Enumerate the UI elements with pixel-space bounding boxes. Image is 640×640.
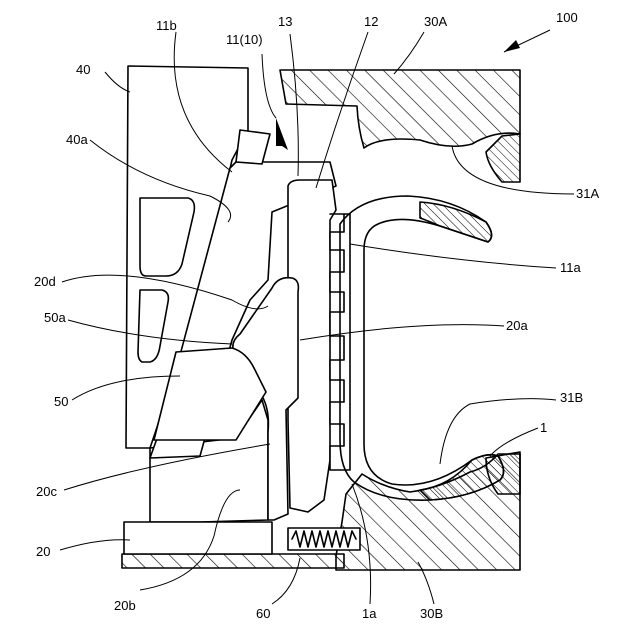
label-11a: 11a (560, 260, 581, 275)
label-30A: 30A (424, 14, 447, 29)
label-50: 50 (54, 394, 68, 409)
label-20b: 20b (114, 598, 136, 613)
label-13: 13 (278, 14, 292, 29)
label-20a: 20a (506, 318, 528, 333)
seal-member-31A (486, 134, 520, 182)
label-60: 60 (256, 606, 270, 621)
label-40a: 40a (66, 132, 88, 147)
label-12: 12 (364, 14, 378, 29)
label-31A: 31A (576, 186, 599, 201)
label-20: 20 (36, 544, 50, 559)
label-1: 1 (540, 420, 547, 435)
upper-member-30A (280, 70, 520, 148)
label-11b: 11b (156, 18, 177, 33)
label-20d: 20d (34, 274, 56, 289)
label-30B: 30B (420, 606, 443, 621)
label-20c: 20c (36, 484, 57, 499)
label-40: 40 (76, 62, 90, 77)
body-20-base (124, 522, 272, 554)
label-100: 100 (556, 10, 578, 25)
label-31B: 31B (560, 390, 583, 405)
arrow-11-10 (276, 118, 288, 150)
label-11-10: 11(10) (226, 32, 263, 47)
arrow-100 (504, 40, 520, 52)
tube-1-hatch-top (420, 202, 492, 242)
carrier-tab (236, 130, 270, 164)
tube-1 (340, 196, 504, 500)
label-1a: 1a (362, 606, 377, 621)
label-50a: 50a (44, 310, 66, 325)
base-plate (122, 554, 344, 568)
